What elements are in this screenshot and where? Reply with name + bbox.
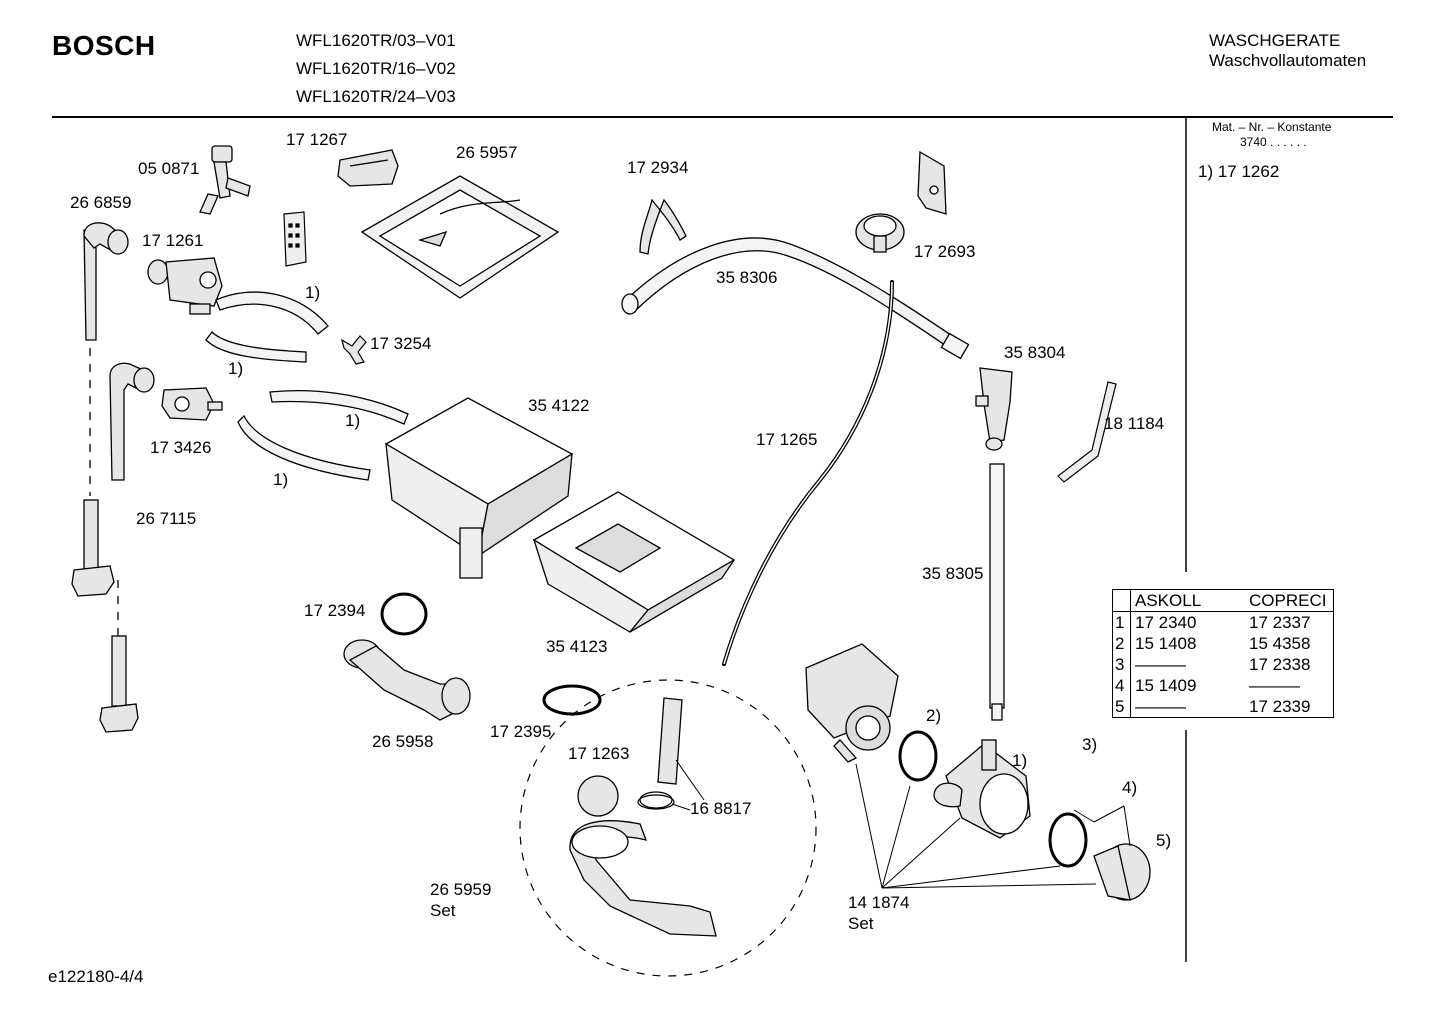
short-hoses-part <box>205 291 409 481</box>
fork-clip-part <box>639 198 687 255</box>
table-header-copreci: COPRECI <box>1237 589 1334 612</box>
filter-part <box>1093 843 1151 901</box>
part-label-265958: 26 5958 <box>372 732 434 751</box>
tray-frame-part <box>360 175 560 299</box>
ref-marker-1: 1) <box>345 411 361 430</box>
askoll-part: 17 2340 <box>1135 612 1197 632</box>
y-connector-part <box>199 145 251 215</box>
vertical-hose-part <box>989 463 1005 721</box>
part-label-173426: 17 3426 <box>150 438 212 457</box>
drain-pump-part <box>805 643 899 763</box>
row-index: 1 <box>1112 611 1131 633</box>
part-label-266859: 26 6859 <box>70 193 132 212</box>
table-header-askoll: ASKOLL <box>1130 589 1237 612</box>
row-index: 4 <box>1112 675 1131 696</box>
part-label-265959: 26 5959 <box>430 880 492 899</box>
part-label-171263: 17 1263 <box>568 744 630 763</box>
part-label-181184: 18 1184 <box>1104 414 1165 433</box>
ref-marker-1: 1) <box>228 359 244 378</box>
o-ring-parts <box>380 592 1088 868</box>
ref-marker-5: 5) <box>1156 831 1172 850</box>
table-header-index <box>1112 589 1131 612</box>
part-label-358305: 35 8305 <box>922 564 984 583</box>
part-label-172934: 17 2934 <box>627 158 689 177</box>
part-label-171265: 17 1265 <box>756 430 818 449</box>
drain-nozzle-part <box>71 348 139 733</box>
ref-marker-1: 1) <box>273 470 289 489</box>
part-label-173254: 17 3254 <box>370 334 432 353</box>
model-line-2: WFL1620TR/16–V02 <box>296 59 456 78</box>
ref-marker-2: 2) <box>926 706 942 725</box>
part-label-265959-set: Set <box>430 901 456 920</box>
table-row: 1 17 2340 17 2337 <box>1112 611 1334 633</box>
table-row: 2 15 1408 15 4358 <box>1112 633 1334 654</box>
ref-marker-3: 3) <box>1082 735 1098 754</box>
pump-housing-part <box>933 739 1031 839</box>
brand-logo: BOSCH <box>52 30 156 61</box>
part-label-265957: 26 5957 <box>456 143 518 162</box>
bellows-hose-part <box>343 639 471 721</box>
ref-marker-1: 1) <box>305 283 321 302</box>
askoll-part: ——— <box>1135 654 1186 674</box>
part-label-354122: 35 4122 <box>528 396 590 415</box>
sump-set-part <box>519 679 817 977</box>
copreci-part: 15 4358 <box>1249 633 1311 653</box>
long-hose-part <box>621 237 970 360</box>
diagram-code: e122180-4/4 <box>48 967 144 986</box>
part-label-172394: 17 2394 <box>304 601 366 620</box>
part-label-171267: 17 1267 <box>286 130 348 149</box>
part-label-172693: 17 2693 <box>914 242 976 261</box>
copreci-part: 17 2338 <box>1249 654 1311 674</box>
part-label-267115: 26 7115 <box>136 509 197 528</box>
part-label-141874-set: Set <box>848 914 874 933</box>
rod-part <box>1057 381 1117 483</box>
mat-nr-label: Mat. – Nr. – Konstante <box>1212 120 1332 134</box>
model-line-1: WFL1620TR/03–V01 <box>296 31 456 50</box>
part-label-358304: 35 8304 <box>1004 343 1066 362</box>
detergent-drawer-part <box>384 397 574 579</box>
part-label-172395: 17 2395 <box>490 722 552 741</box>
inlet-valve-part <box>147 257 223 315</box>
copreci-part: 17 2339 <box>1249 696 1311 716</box>
part-label-354123: 35 4123 <box>546 637 608 656</box>
control-panel-part <box>283 211 307 267</box>
part-label-358306: 35 8306 <box>716 268 778 287</box>
thin-hose-part <box>722 280 894 666</box>
y-piece-part <box>341 335 367 365</box>
ref-marker-1: 1) <box>1012 751 1028 770</box>
mat-nr-value: 3740 . . . . . . <box>1240 135 1307 149</box>
drawer-insert-part <box>532 491 736 633</box>
footnote-1: 1) 17 1262 <box>1198 162 1280 181</box>
second-valve-part <box>161 387 223 421</box>
bracket-part <box>337 149 399 187</box>
row-index: 2 <box>1112 633 1131 654</box>
air-trap-part <box>975 367 1013 451</box>
category-title: WASCHGERATE <box>1209 31 1341 50</box>
part-label-171261: 17 1261 <box>142 231 204 250</box>
category-subtitle: Waschvollautomaten <box>1209 51 1367 70</box>
askoll-part: 15 1409 <box>1135 675 1197 695</box>
clamp-part <box>637 794 675 810</box>
copreci-part: ——— <box>1249 675 1300 695</box>
askoll-part: ——— <box>1135 696 1186 716</box>
copreci-part: 17 2337 <box>1249 612 1311 632</box>
row-index: 3 <box>1112 654 1131 675</box>
part-label-141874: 14 1874 <box>848 893 910 912</box>
row-index: 5 <box>1112 696 1131 718</box>
table-row: 5 ——— 17 2339 <box>1112 696 1334 718</box>
table-row: 3 ——— 17 2338 <box>1112 654 1334 675</box>
part-label-050871: 05 0871 <box>138 159 200 178</box>
inlet-hose-part <box>83 222 129 341</box>
ref-marker-4: 4) <box>1122 778 1138 797</box>
supplier-alternatives-table: ASKOLL COPRECI 1 17 2340 17 2337 2 15 14… <box>1112 589 1334 718</box>
part-label-168817: 16 8817 <box>690 799 752 818</box>
sump-hose-part <box>569 697 717 937</box>
table-row: 4 15 1409 ——— <box>1112 675 1334 696</box>
model-line-3: WFL1620TR/24–V03 <box>296 87 456 106</box>
elbow-hose-part <box>109 362 155 481</box>
askoll-part: 15 1408 <box>1135 633 1197 653</box>
set-leader-lines <box>671 759 1131 889</box>
pressure-switch-part <box>855 150 947 253</box>
